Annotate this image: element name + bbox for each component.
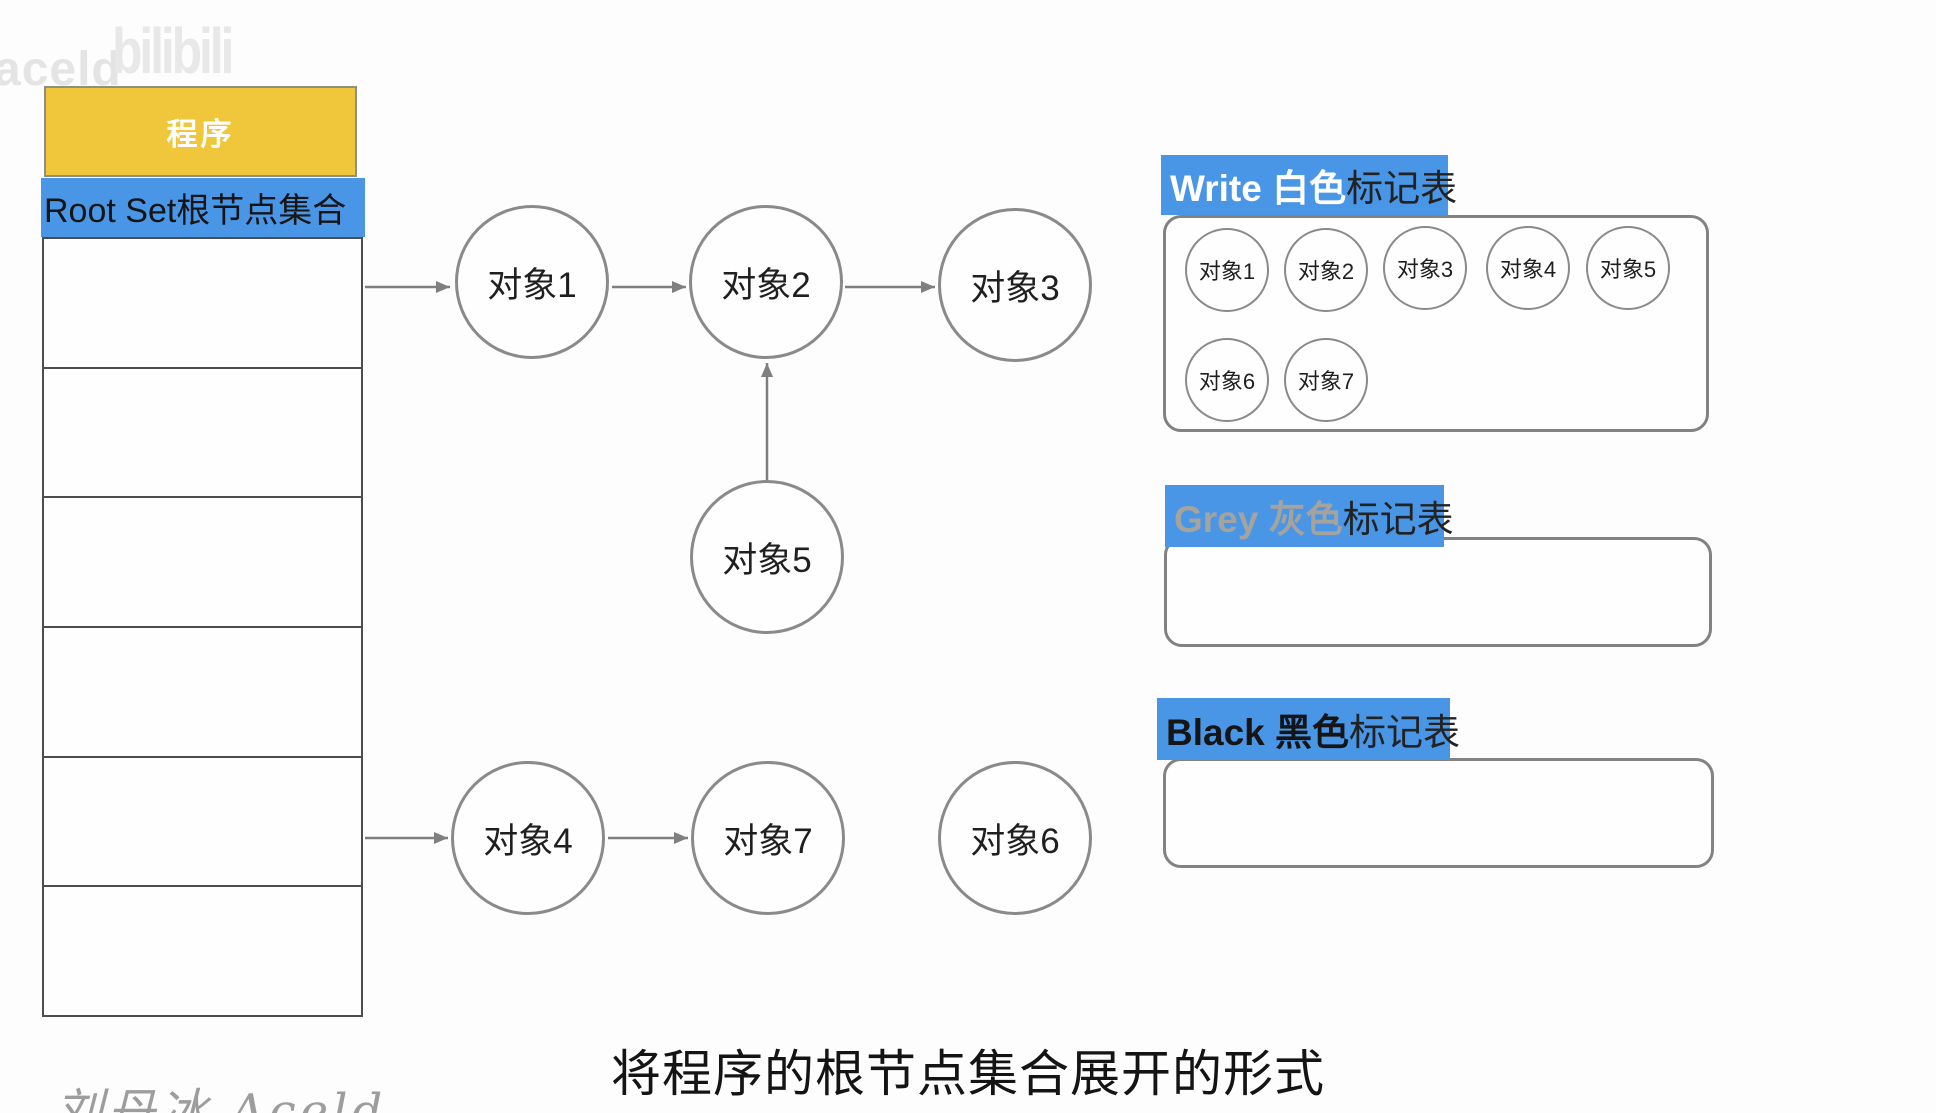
graph-node-obj2: 对象2 [689,205,843,359]
white-table-item-obj7: 对象7 [1284,338,1368,422]
black-table-box [1163,758,1714,868]
grey-table-label-rest: 标记表 [1342,499,1454,540]
watermark-author-signature: 刘丹冰 Aceld [55,1084,387,1113]
stack-row [44,239,361,369]
white-table-item-obj6: 对象6 [1185,338,1269,422]
stack-row [44,498,361,629]
root-set-row: Root Set根节点集合 [41,178,365,237]
stack-row [44,369,361,499]
grey-table-label: Grey 灰色标记表 [1165,485,1454,547]
program-header: 程序 [44,86,357,177]
graph-node-obj6: 对象6 [938,761,1092,915]
black-table-label: Black 黑色标记表 [1157,698,1460,760]
white-table-item-obj1: 对象1 [1185,228,1269,312]
graph-node-obj5: 对象5 [690,480,844,634]
grey-table-label-strong: Grey 灰色 [1174,499,1343,540]
white-table-label-strong: Write 白色 [1170,168,1347,209]
white-table-item-obj5: 对象5 [1586,226,1670,310]
white-table-label: Write 白色标记表 [1161,155,1457,215]
white-table-label-rest: 标记表 [1346,168,1458,209]
program-stack-table [42,237,363,1017]
black-table-label-strong: Black 黑色 [1166,712,1350,753]
stack-row [44,628,361,758]
graph-node-obj1: 对象1 [455,205,609,359]
bilibili-logo: bilibili [112,15,234,87]
white-table-item-obj4: 对象4 [1486,226,1570,310]
graph-node-obj4: 对象4 [451,761,605,915]
black-table-label-rest: 标记表 [1349,712,1461,753]
graph-node-obj3: 对象3 [938,208,1092,362]
slide-caption: 将程序的根节点集合展开的形式 [611,1046,1325,1102]
white-table-item-obj3: 对象3 [1383,226,1467,310]
white-table-item-obj2: 对象2 [1284,228,1368,312]
grey-table-box [1164,537,1712,647]
graph-node-obj7: 对象7 [691,761,845,915]
stack-row [44,758,361,888]
